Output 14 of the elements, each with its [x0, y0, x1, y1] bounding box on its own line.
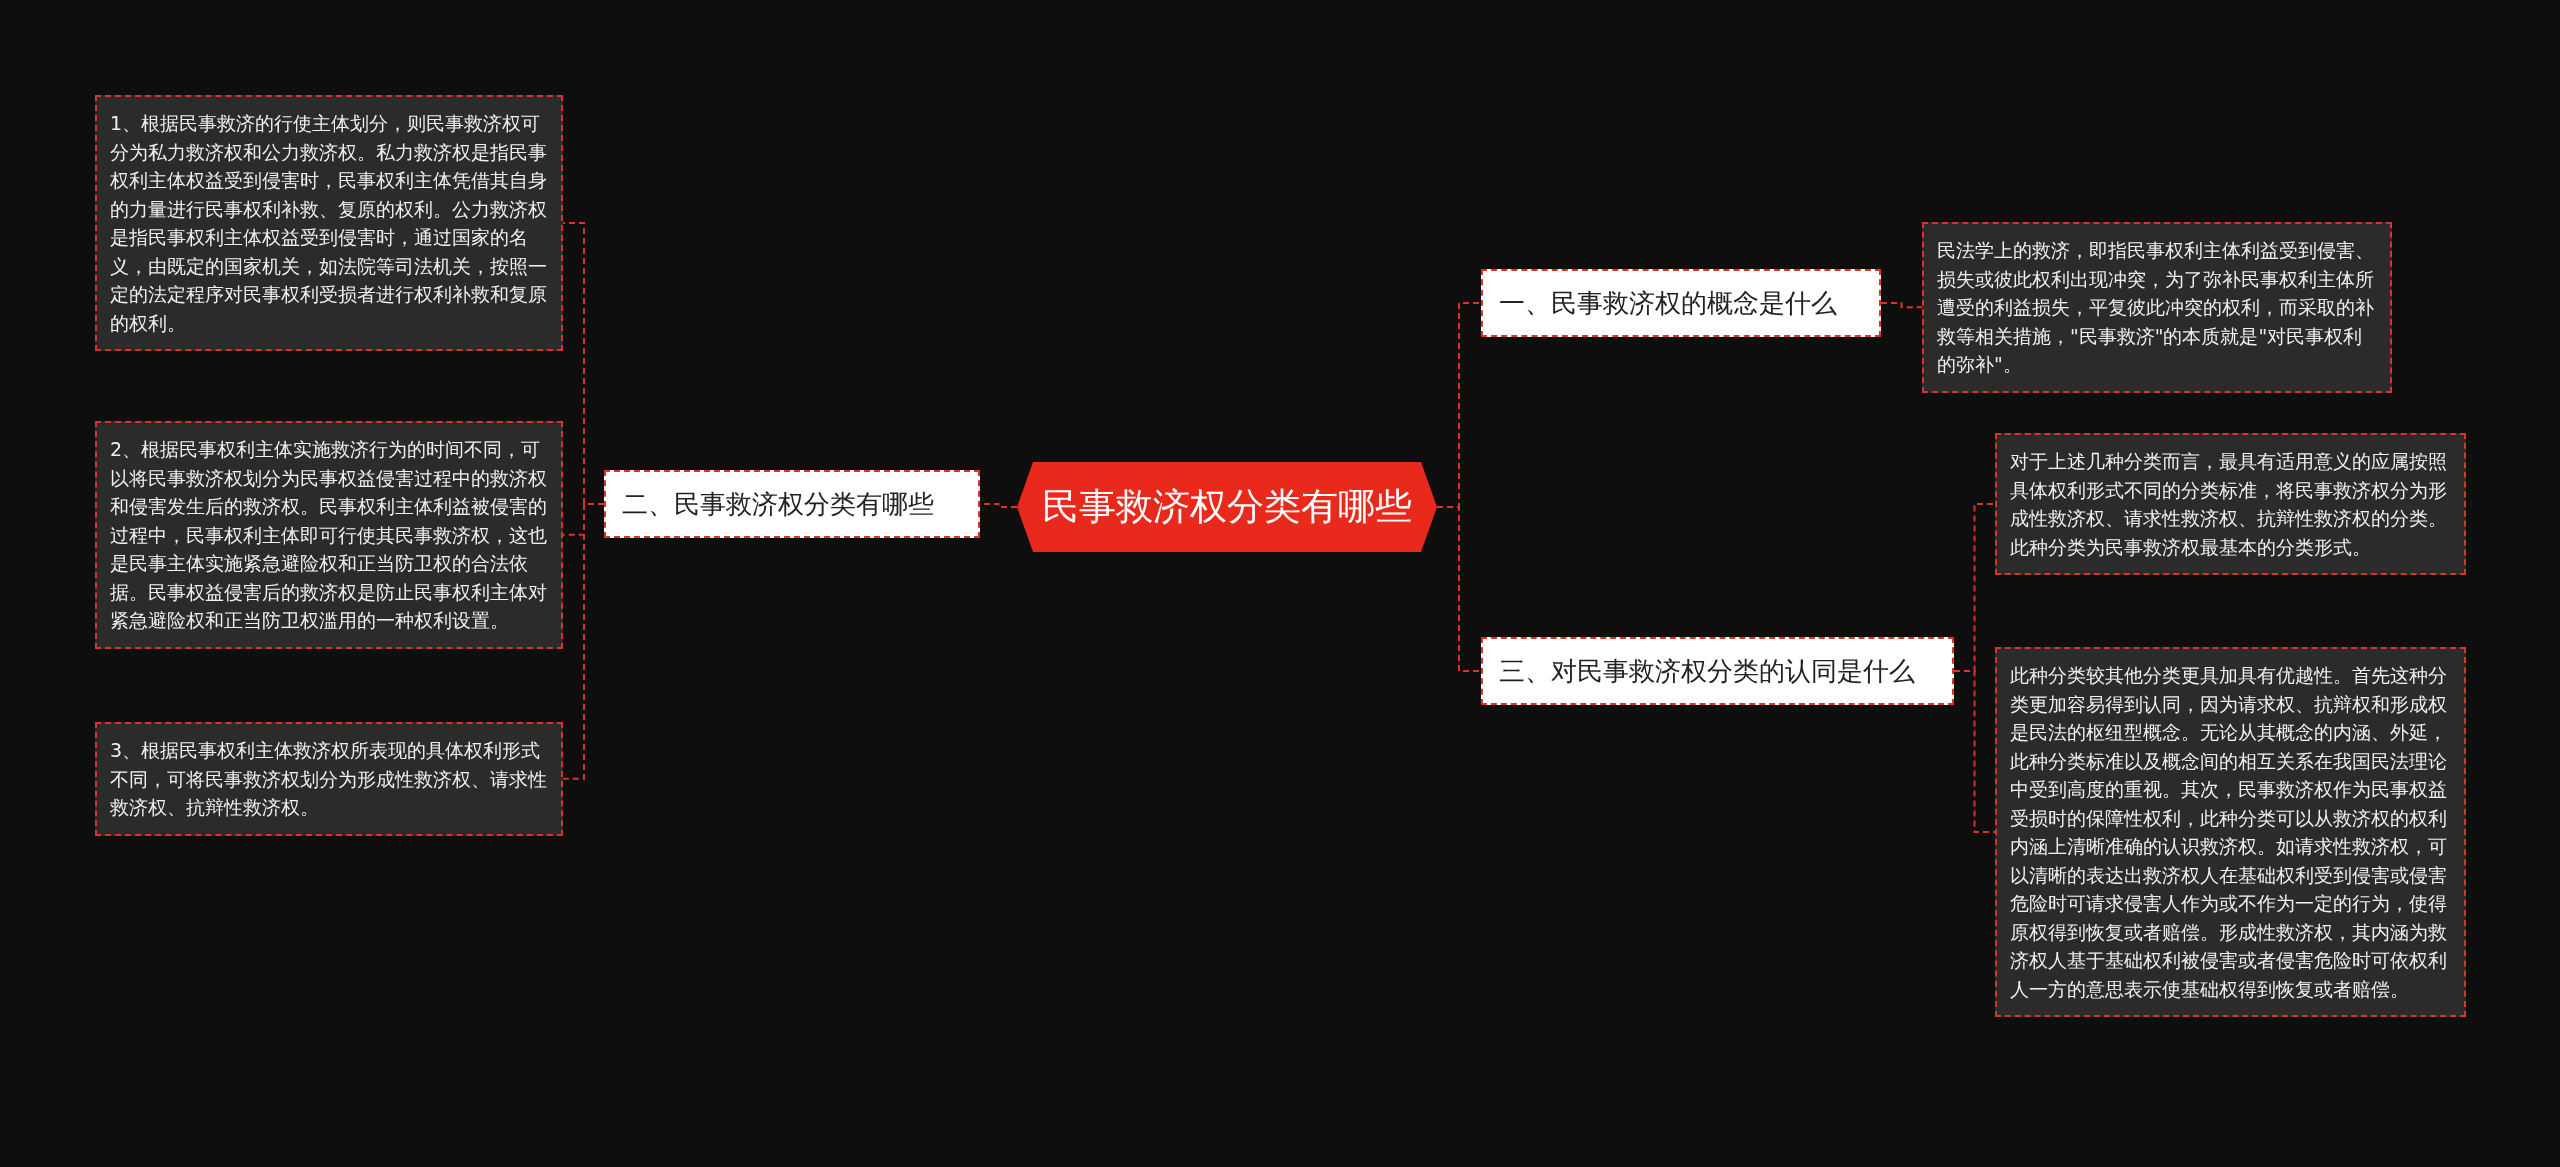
text-box: 民法学上的救济，即指民事权利主体利益受到侵害、损失或彼此权利出现冲突，为了弥补民事权利主体所遭受的利益损失，平复彼此冲突的权利，而采取的补救等相关措施，"民事救济"的本质就是"对民事权利的弥补"。 — [1922, 222, 2392, 393]
text-box: 此种分类较其他分类更具加具有优越性。首先这种分类更加容易得到认同，因为请求权、抗辩权和形成权是民法的枢纽型概念。无论从其概念的内涵、外延，此种分类标准以及概念间的相互关系在我国民法理论中受到高度的重视。其次，民事救济权作为民事权益受损时的保障性权利，此种分类可以从救济权的权利内涵上清晰准确的认识救济权。如请求性救济权，可以清晰的表达出救济权人在基础权利受到侵害或侵害危险时可请求侵害人作为或不作为一定的行为，使得原权得到恢复或者赔偿。形成性救济权，其内涵为救济权人基于基础权利被侵害或者侵害危险时可依权利人一方的意思表示使基础权得到恢复或者赔偿。 — [1995, 647, 2466, 1017]
central-topic: 民事救济权分类有哪些 — [1017, 462, 1437, 552]
text-box: 对于上述几种分类而言，最具有适用意义的应属按照具体权利形式不同的分类标准，将民事救济权分为形成性救济权、请求性救济权、抗辩性救济权的分类。此种分类为民事救济权最基本的分类形式。 — [1995, 433, 2466, 575]
text-box: 1、根据民事救济的行使主体划分，则民事救济权可分为私力救济权和公力救济权。私力救济权是指民事权利主体权益受到侵害时，民事权利主体凭借其自身的力量进行民事权利补救、复原的权利。公力救济权是指民事权利主体权益受到侵害时，通过国家的名义，由既定的国家机关，如法院等司法机关，按照一定的法定程序对民事权利受损者进行权利补救和复原的权利。 — [95, 95, 563, 351]
connector — [1436, 506, 1482, 672]
text-box: 3、根据民事权利主体救济权所表现的具体权利形式不同，可将民事救济权划分为形成性救济权、请求性救济权、抗辩性救济权。 — [95, 722, 563, 836]
topic-box: 二、民事救济权分类有哪些 — [604, 470, 980, 538]
topic-box: 一、民事救济权的概念是什么 — [1481, 269, 1881, 337]
text-box: 2、根据民事权利主体实施救济行为的时间不同，可以将民事救济权划分为民事权益侵害过程中的救济权和侵害发生后的救济权。民事权利主体利益被侵害的过程中，民事权利主体即可行使其民事救济权，这也是民事主体实施紧急避险权和正当防卫权的合法依据。民事权益侵害后的救济权是防止民事权利主体对紧急避险权和正当防卫权滥用的一种权利设置。 — [95, 421, 563, 649]
connector — [562, 503, 605, 780]
connector — [1953, 670, 1996, 833]
topic-box: 三、对民事救济权分类的认同是什么 — [1481, 637, 1954, 705]
connector — [1880, 302, 1923, 309]
